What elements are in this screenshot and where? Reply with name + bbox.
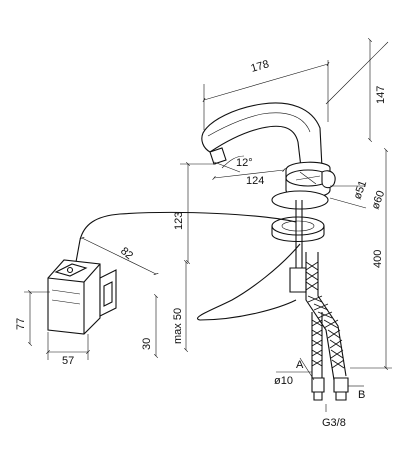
dim-82: 82 xyxy=(118,245,135,262)
dim-123: 123 xyxy=(173,212,185,230)
dim-57: 57 xyxy=(62,355,74,367)
dim-77: 77 xyxy=(15,318,27,330)
dim-147: 147 xyxy=(375,86,387,104)
dim-diameter-51: ø51 xyxy=(352,179,370,201)
braided-hoses xyxy=(305,252,349,401)
dimension-lines xyxy=(24,40,392,412)
dim-max-50: max 50 xyxy=(172,308,184,344)
control-box xyxy=(47,259,117,335)
faucet-assembly xyxy=(201,102,336,293)
mounting-bracket xyxy=(99,269,117,317)
mounting-plate xyxy=(271,216,325,236)
dim-178: 178 xyxy=(250,58,271,75)
dim-g3-8: G3/8 xyxy=(322,417,346,429)
dim-diameter-10: ø10 xyxy=(274,375,293,387)
dim-30: 30 xyxy=(141,338,153,350)
dim-diameter-60: ø60 xyxy=(370,189,388,211)
label-a: A xyxy=(296,359,304,371)
dim-400: 400 xyxy=(372,250,384,268)
spout-outlet xyxy=(209,147,227,165)
dim-angle-12: 12° xyxy=(236,157,253,169)
sensor-cable xyxy=(75,211,297,263)
dim-124: 124 xyxy=(246,175,264,187)
faucet-base xyxy=(271,190,329,210)
hose-fitting-a xyxy=(311,377,325,393)
label-b: B xyxy=(358,389,365,401)
faucet-lever xyxy=(321,170,336,189)
hose-fitting-b xyxy=(333,377,349,393)
